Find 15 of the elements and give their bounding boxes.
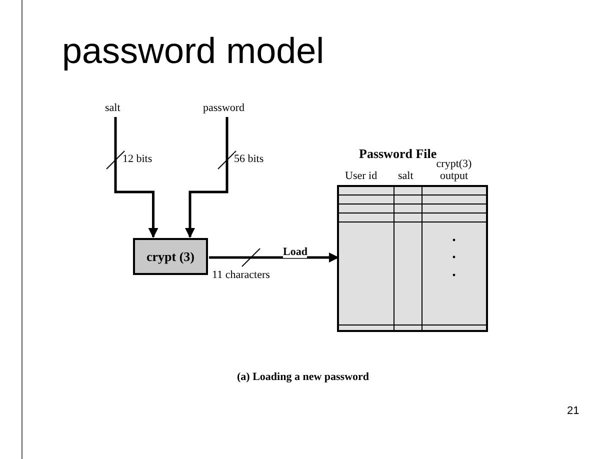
column-header: User id — [345, 170, 378, 182]
file-title: Password File — [359, 146, 437, 161]
file-table — [337, 146, 489, 332]
input-label: password — [203, 102, 245, 114]
column-header: salt — [398, 170, 414, 182]
edge-label: 12 bits — [122, 153, 152, 165]
figure-caption: (a) Loading a new password — [237, 371, 370, 383]
edge-label: Load — [283, 246, 308, 258]
bus-width-label: 11 characters — [212, 269, 270, 281]
edge-label: 56 bits — [234, 153, 264, 165]
process-box: crypt (3) — [133, 238, 208, 275]
input-label: salt — [105, 102, 120, 114]
page-number: 21 — [567, 405, 580, 417]
column-header: crypt(3) output — [436, 158, 473, 182]
slide-title: password model — [62, 30, 324, 72]
